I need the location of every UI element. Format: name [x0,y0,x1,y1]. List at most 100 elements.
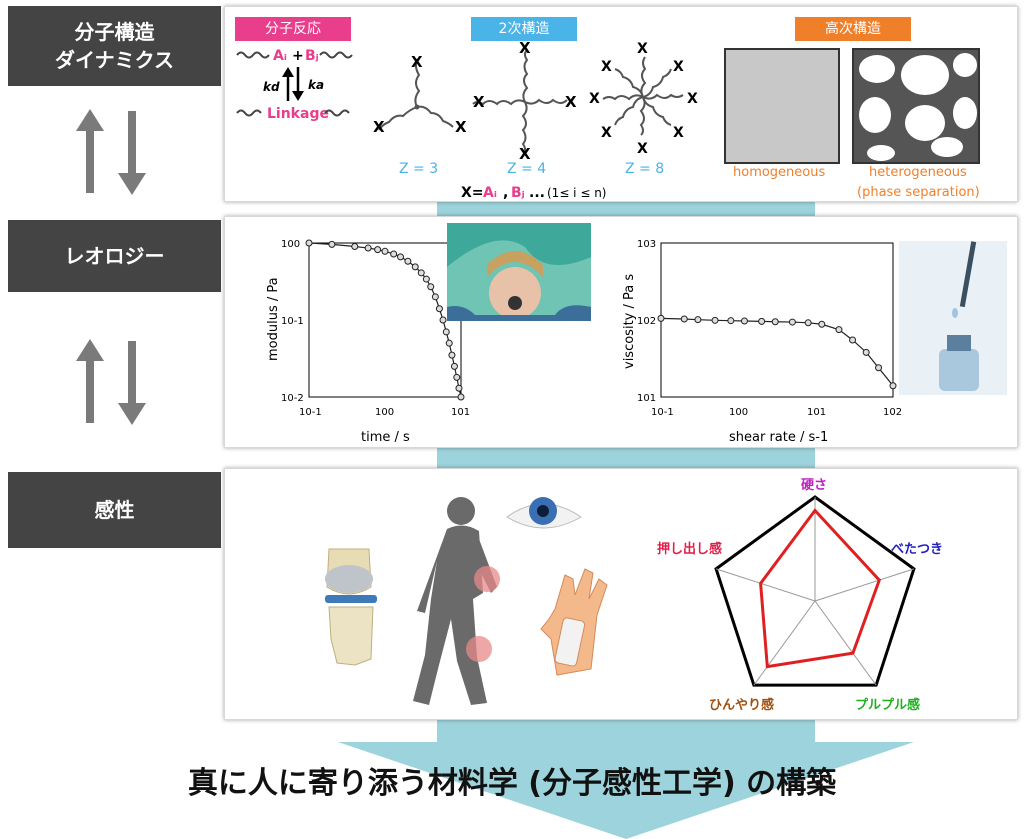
label-homogeneous: homogeneous [733,165,825,180]
radar-chart [714,495,916,687]
viscosity-point-2 [694,316,702,324]
svg-text:,: , [503,185,508,201]
radar-axis-label-3: ひんやり感 [709,697,774,713]
star-polymer-z4 [472,49,568,153]
reaction-bj: Bⱼ [305,48,319,64]
svg-text:X: X [673,125,684,141]
knee-joint-icon [325,548,377,666]
viscosity-point-0 [657,314,665,322]
modulus-chart: 10-1 100 101 10-2 10-1 100 time / s modu… [266,239,470,445]
modulus-point-3 [364,244,372,252]
label-sensibility: 感性 [8,472,221,548]
walking-person-silhouette [413,497,500,705]
heterogeneous-square [852,48,980,164]
label-molecular-structure: 分子構造 ダイナミクス [8,6,221,86]
chart1-series [305,239,465,401]
tag-secondary-structure: 2次構造 [471,17,577,41]
chart2-xtick-1: 100 [729,407,748,418]
svg-text:(1≤ i ≤ n): (1≤ i ≤ n) [547,186,607,200]
reaction-plus: + [292,48,304,64]
svg-text:X: X [673,59,684,75]
hand-patch-icon [540,568,608,676]
modulus-point-9 [411,263,419,271]
star-polymer-z3 [378,58,454,131]
svg-text:X: X [601,125,612,141]
viscosity-point-5 [740,317,748,325]
svg-text:X: X [637,141,648,157]
chart2-xtick-3: 102 [883,407,902,418]
radar-axis-label-2: プルプル感 [855,697,920,713]
modulus-point-7 [397,253,405,261]
modulus-point-0 [305,239,313,247]
chart2-xtick-2: 101 [807,407,826,418]
reaction-linkage: Linkage [267,106,329,122]
modulus-point-12 [427,283,435,291]
svg-text:X: X [637,41,648,57]
viscosity-point-9 [804,319,812,327]
modulus-point-16 [442,328,450,336]
viscosity-point-11 [835,326,843,334]
svg-text:X: X [519,39,531,57]
modulus-point-6 [390,250,398,258]
chart1-xtick-2: 101 [451,407,470,418]
panel-sensibility: 硬さ べたつき プルプル感 ひんやり感 押し出し感 [224,468,1018,720]
rate-kd: kd [263,80,280,94]
radar-axis-label-4: 押し出し感 [657,541,722,557]
reaction-ai: Aᵢ [273,48,287,64]
panel-rheology: 10-1 100 101 10-2 10-1 100 time / s modu… [224,216,1018,448]
homogeneous-square [724,48,840,164]
svg-text:X: X [473,93,485,111]
label-z8: Z = 8 [625,161,664,177]
radar-values-polygon [759,508,882,669]
modulus-point-13 [431,293,439,301]
modulus-point-15 [439,316,447,324]
chart1-xlabel: time / s [361,430,410,445]
chart1-xtick-0: 10-1 [299,407,322,418]
radar-spoke-4 [715,568,816,602]
radar-axis-label-0: 硬さ [801,478,827,493]
chart1-ylabel: modulus / Pa [266,277,281,361]
label-z3: Z = 3 [399,161,438,177]
modulus-point-4 [374,246,382,254]
slime-photo-illustration [447,223,591,321]
x-definition: X= Aᵢ , Bⱼ ... (1≤ i ≤ n) [461,185,607,201]
chart2-ytick-2: 103 [637,239,656,250]
tag-higher-structure: 高次構造 [795,17,911,41]
svg-text:X: X [687,91,698,107]
modulus-point-11 [422,275,430,283]
radar-spoke-1 [814,568,915,602]
svg-text:X: X [373,118,385,136]
svg-text:X: X [565,93,577,111]
svg-text:X: X [589,91,600,107]
rheology-charts: 10-1 100 101 10-2 10-1 100 time / s modu… [266,223,1007,445]
viscosity-point-12 [849,336,857,344]
chart1-frame [308,242,462,398]
label-heterogeneous-1: heterogeneous [869,165,967,180]
modulus-point-21 [455,384,463,392]
star-polymer-z8 [602,56,684,136]
modulus-point-17 [445,339,453,347]
chart1-ytick-1: 10-1 [281,316,304,327]
radar-spoke-3 [753,600,816,686]
viscosity-point-1 [680,315,688,323]
modulus-point-18 [448,351,456,359]
sensibility-illustration: 硬さ べたつき プルプル感 ひんやり感 押し出し感 [325,478,943,713]
chart2-ytick-0: 101 [637,393,656,404]
viscosity-point-3 [711,316,719,324]
svg-text:X: X [411,53,423,71]
chart2-ytick-1: 102 [637,316,656,327]
viscosity-point-8 [788,318,796,326]
chart1-ytick-0: 10-2 [281,393,304,404]
chart1-ytick-2: 100 [281,239,300,250]
viscosity-chart: 10-1 100 101 102 101 102 103 shear rate … [622,239,902,445]
polymer-chain-left [236,51,270,59]
viscosity-point-10 [818,320,826,328]
label-structure-line1: 分子構造 [74,20,155,44]
viscosity-point-13 [862,348,870,356]
modulus-point-14 [435,305,443,313]
molecular-diagram: Aᵢ + Bⱼ kd ka Linkage X X X Z = 3 X [236,39,980,201]
chart1-xtick-1: 100 [375,407,394,418]
label-structure-line2: ダイナミクス [55,48,174,72]
viscosity-line [660,317,894,387]
svg-text:Bⱼ: Bⱼ [511,185,525,201]
